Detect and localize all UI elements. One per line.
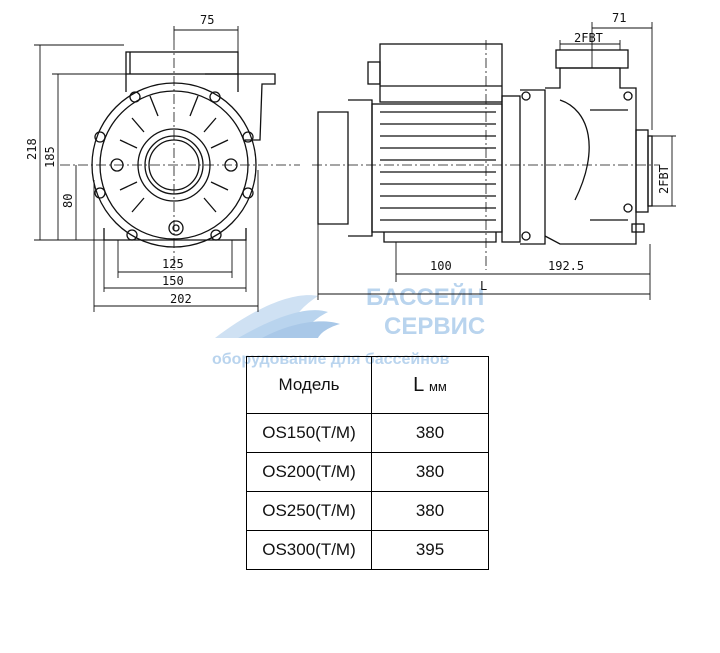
side-dimensions bbox=[317, 22, 676, 300]
row-length: 395 bbox=[371, 530, 489, 570]
row-model: OS300(T/M) bbox=[246, 530, 372, 570]
table-row: OS300(T/M) 395 bbox=[246, 530, 489, 570]
dim-192-5: 192.5 bbox=[548, 259, 584, 273]
dim-100: 100 bbox=[430, 259, 452, 273]
row-model: OS250(T/M) bbox=[246, 491, 372, 531]
dim-L: L bbox=[480, 279, 487, 293]
pump-side-view bbox=[317, 43, 653, 245]
front-dimensions bbox=[34, 26, 259, 312]
dim-218: 218 bbox=[25, 138, 39, 160]
watermark: БАССЕЙН СЕРВИС оборудование для бассейно… bbox=[212, 283, 485, 368]
dim-185: 185 bbox=[43, 146, 57, 168]
dim-125: 125 bbox=[162, 257, 184, 271]
dim-71: 71 bbox=[612, 11, 626, 25]
pump-front-view bbox=[91, 51, 276, 248]
header-length: L мм bbox=[371, 356, 489, 414]
dim-80: 80 bbox=[61, 194, 75, 208]
dim-75: 75 bbox=[200, 13, 214, 27]
side-centerline bbox=[312, 40, 660, 270]
watermark-line1: БАССЕЙН bbox=[366, 283, 484, 311]
table-row: OS200(T/M) 380 bbox=[246, 452, 489, 492]
dim-2fbt-side: 2FBT bbox=[657, 165, 671, 194]
header-length-label: L bbox=[413, 373, 425, 396]
front-centerlines bbox=[60, 40, 300, 270]
table-row: OS250(T/M) 380 bbox=[246, 491, 489, 531]
dim-150: 150 bbox=[162, 274, 184, 288]
header-model-label: Модель bbox=[278, 375, 340, 394]
table-header-row: Модель L мм bbox=[246, 356, 489, 414]
header-length-unit: мм bbox=[428, 378, 447, 394]
table-row: OS150(T/M) 380 bbox=[246, 413, 489, 453]
row-model: OS200(T/M) bbox=[246, 452, 372, 492]
watermark-line2: СЕРВИС bbox=[384, 313, 485, 340]
row-model: OS150(T/M) bbox=[246, 413, 372, 453]
model-length-table: Модель L мм OS150(T/M) 380 OS200(T/M) 38… bbox=[246, 356, 489, 570]
dim-202: 202 bbox=[170, 292, 192, 306]
dim-2fbt-top: 2FBT bbox=[574, 31, 603, 45]
row-length: 380 bbox=[371, 413, 489, 453]
header-model: Модель bbox=[246, 356, 372, 414]
row-length: 380 bbox=[371, 491, 489, 531]
row-length: 380 bbox=[371, 452, 489, 492]
